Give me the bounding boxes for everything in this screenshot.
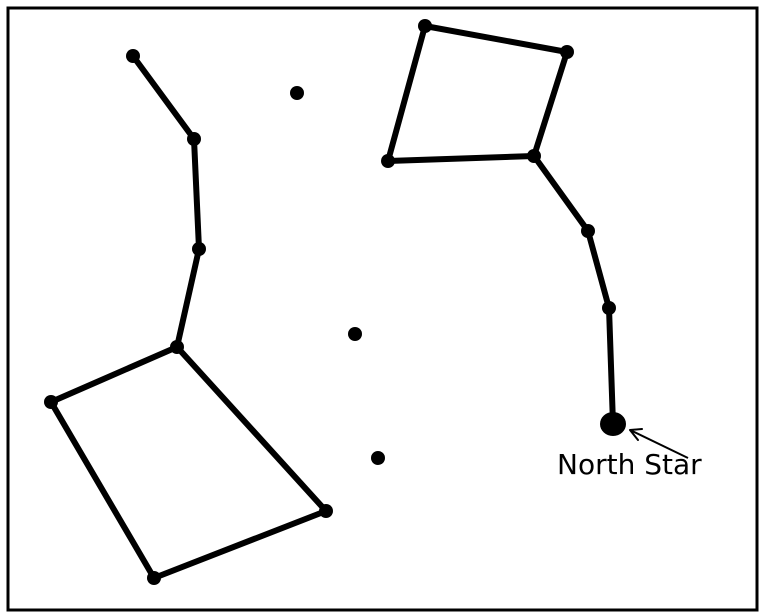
star: [170, 340, 184, 354]
star: [602, 301, 616, 315]
star: [192, 242, 206, 256]
star: [187, 132, 201, 146]
star: [381, 154, 395, 168]
star: [527, 149, 541, 163]
star: [290, 86, 304, 100]
star: [581, 224, 595, 238]
star: [560, 45, 574, 59]
north-star-label: North Star: [557, 448, 702, 481]
star: [126, 49, 140, 63]
star: [44, 395, 58, 409]
star: [371, 451, 385, 465]
star: [418, 19, 432, 33]
star: [348, 327, 362, 341]
star: [147, 571, 161, 585]
star: [319, 504, 333, 518]
north-star: [600, 412, 626, 436]
